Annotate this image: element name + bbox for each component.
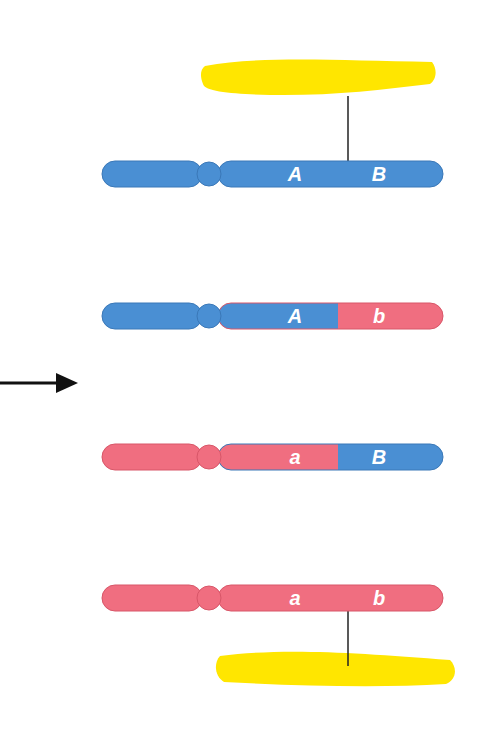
leader-line <box>347 603 349 666</box>
chromosome-arm <box>102 585 202 611</box>
arrow-head <box>56 373 78 393</box>
chromosome-shape <box>101 442 444 472</box>
gene-label: a <box>289 442 300 472</box>
chromosome-arm <box>218 444 443 470</box>
chromosome: AB <box>101 159 444 189</box>
chromosome-shape <box>101 583 444 613</box>
chromosome-arm <box>218 161 443 187</box>
highlight-mark <box>201 60 436 96</box>
chromosome: Ab <box>101 301 444 331</box>
chromosome-arm <box>102 444 202 470</box>
centromere <box>197 304 221 328</box>
chromosome-arm <box>218 303 443 329</box>
chromosome-arm <box>218 585 443 611</box>
chromosome: aB <box>101 442 444 472</box>
chromosome-arm <box>102 303 202 329</box>
highlight-mark <box>216 652 455 687</box>
leader-line <box>347 96 349 161</box>
gene-label: B <box>372 159 386 189</box>
gene-label: A <box>288 159 302 189</box>
chromosome: ab <box>101 583 444 613</box>
centromere <box>197 162 221 186</box>
gene-label: b <box>373 301 385 331</box>
chromosome-arm <box>102 161 202 187</box>
arrow-shaft <box>0 382 60 385</box>
chromosome-shape <box>101 301 444 331</box>
gene-label: B <box>372 442 386 472</box>
gene-label: b <box>373 583 385 613</box>
centromere <box>197 445 221 469</box>
centromere <box>197 586 221 610</box>
chromosome-shape <box>101 159 444 189</box>
gene-label: a <box>289 583 300 613</box>
gene-label: A <box>288 301 302 331</box>
